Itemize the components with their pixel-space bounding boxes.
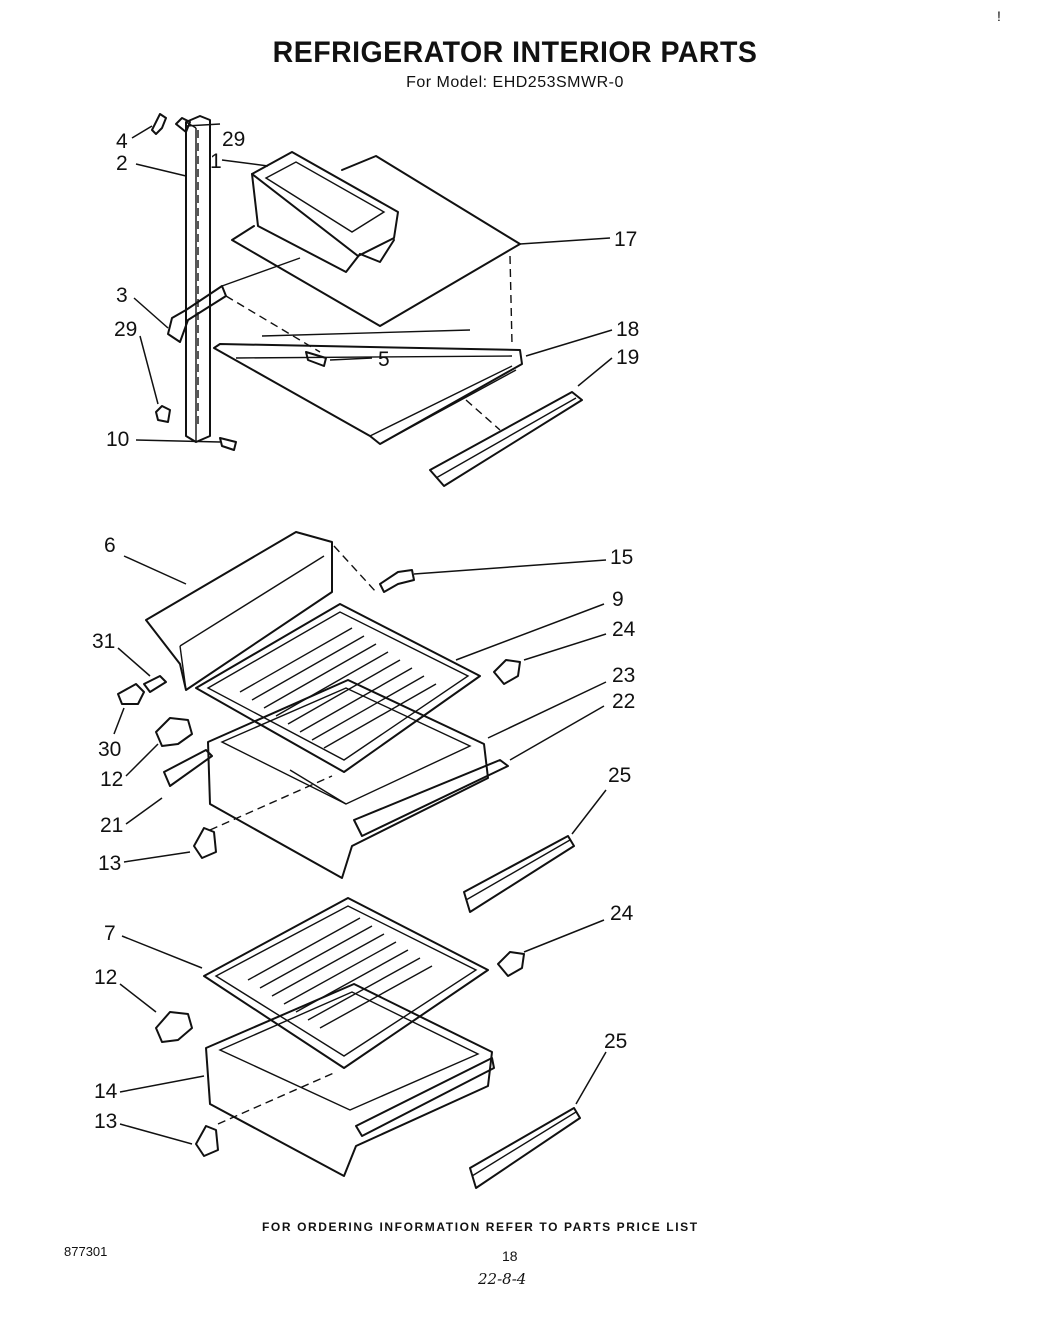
page-number: 18 (502, 1248, 518, 1264)
callout-30: 30 (98, 738, 121, 761)
callout-29-top: 29 (222, 128, 245, 151)
part-21-rail (163, 749, 213, 787)
part-13-slide-lower (195, 1125, 219, 1157)
callout-7: 7 (104, 922, 116, 945)
part-12-roller-upper (155, 717, 193, 747)
callout-6: 6 (104, 534, 116, 557)
ordering-info-note: FOR ORDERING INFORMATION REFER TO PARTS … (262, 1220, 699, 1234)
callout-9: 9 (612, 588, 624, 611)
callout-31: 31 (92, 630, 115, 653)
callout-23: 23 (612, 664, 635, 687)
part-13-slide-upper (193, 827, 217, 859)
part-5-screw (305, 351, 327, 367)
part-31-screw (143, 675, 167, 693)
callout-2: 2 (116, 152, 128, 175)
part-9-crisper-cover (195, 603, 481, 773)
callout-25-lower: 25 (604, 1030, 627, 1053)
part-24-pin-lower (497, 951, 525, 977)
part-12-roller-lower (155, 1011, 193, 1043)
page-title: REFRIGERATOR INTERIOR PARTS (272, 36, 758, 69)
part-29-cap-lower (155, 405, 171, 423)
callout-21: 21 (100, 814, 123, 837)
callout-10: 10 (106, 428, 129, 451)
callout-1: 1 (210, 150, 222, 173)
handwritten-note: 22-8-4 (478, 1270, 527, 1288)
corner-mark: ! (997, 8, 1001, 24)
part-1-bin (251, 151, 399, 273)
part-17-glass-shelf (231, 155, 521, 345)
callout-17: 17 (614, 228, 637, 251)
callout-24-lower: 24 (610, 902, 634, 925)
part-6-cover-frame (145, 531, 377, 691)
callout-19: 19 (616, 346, 639, 369)
callout-3: 3 (116, 284, 128, 307)
leader-lines (113, 123, 613, 1145)
part-15-pin (379, 569, 415, 593)
callout-12-lower: 12 (94, 966, 117, 989)
part-29-cap-top (175, 117, 191, 133)
callout-24-upper: 24 (612, 618, 636, 641)
callout-5: 5 (378, 348, 390, 371)
callout-15: 15 (610, 546, 633, 569)
part-24-pin-top (493, 659, 521, 685)
callout-22: 22 (612, 690, 635, 713)
callout-13-lower: 13 (94, 1110, 117, 1133)
part-25-trim-upper (463, 835, 575, 913)
document-number: 877301 (64, 1244, 108, 1259)
part-19-trim (429, 391, 583, 487)
callout-18: 18 (616, 318, 639, 341)
callout-25-upper: 25 (608, 764, 631, 787)
callout-13-upper: 13 (98, 852, 121, 875)
callout-14: 14 (94, 1080, 118, 1103)
part-3-support-bar (167, 257, 321, 353)
part-30-bracket (117, 683, 145, 705)
part-14-crisper-pan (205, 983, 495, 1177)
part-4-clip (151, 113, 167, 135)
part-2-shelf-ladder (185, 115, 211, 443)
callout-29-lower: 29 (114, 318, 137, 341)
part-25-trim-lower (469, 1107, 581, 1189)
part-22-crisper-pan (207, 679, 509, 879)
callout-4: 4 (116, 130, 128, 153)
part-10-screw (219, 437, 237, 451)
callout-12-upper: 12 (100, 768, 123, 791)
part-7-crisper-cover (203, 897, 489, 1069)
part-18-shelf-frame (213, 329, 523, 445)
model-subtitle: For Model: EHD253SMWR-0 (406, 74, 624, 91)
